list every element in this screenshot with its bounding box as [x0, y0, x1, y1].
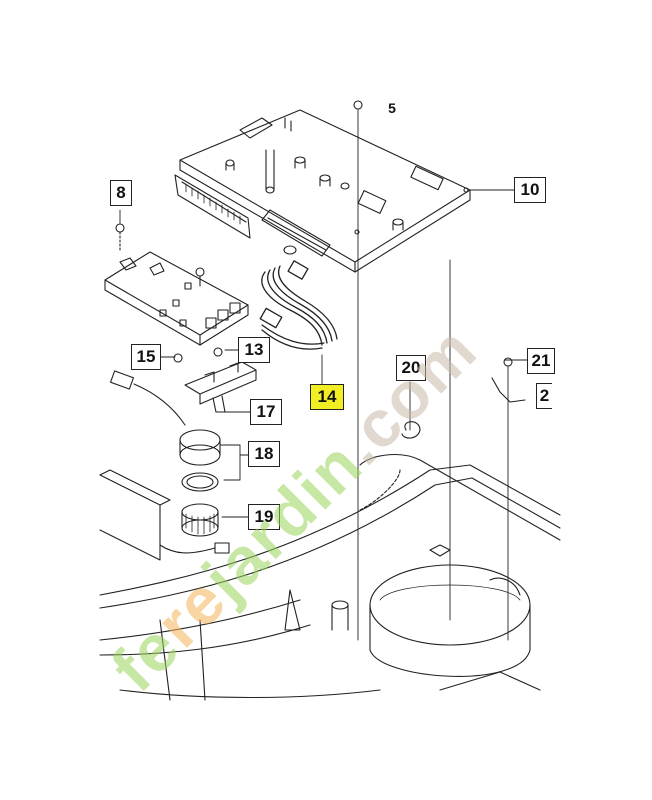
chassis — [99, 454, 561, 701]
coil — [181, 503, 219, 537]
daughter-board — [104, 251, 249, 346]
callout-8: 8 — [110, 180, 132, 206]
callout-2: 2 — [536, 383, 552, 409]
main-circuit-board — [174, 109, 471, 273]
callout-10: 10 — [514, 177, 546, 203]
callout-20: 20 — [396, 355, 426, 381]
callout-13: 13 — [238, 337, 270, 363]
clip-ring — [401, 421, 421, 439]
callout-19: 19 — [248, 504, 280, 530]
bracket-part — [491, 377, 526, 403]
buzzer — [179, 429, 221, 492]
callout-5: 5 — [382, 98, 402, 118]
wire-harness — [259, 260, 338, 350]
callout-18: 18 — [248, 441, 280, 467]
sensor-holder — [184, 361, 257, 413]
battery-pack — [99, 469, 230, 561]
screws — [115, 100, 513, 367]
callout-21: 21 — [527, 348, 555, 374]
sensor-cable — [110, 370, 186, 426]
callout-15: 15 — [131, 344, 161, 370]
callout-17: 17 — [250, 399, 282, 425]
callout-14: 14 — [310, 384, 344, 410]
